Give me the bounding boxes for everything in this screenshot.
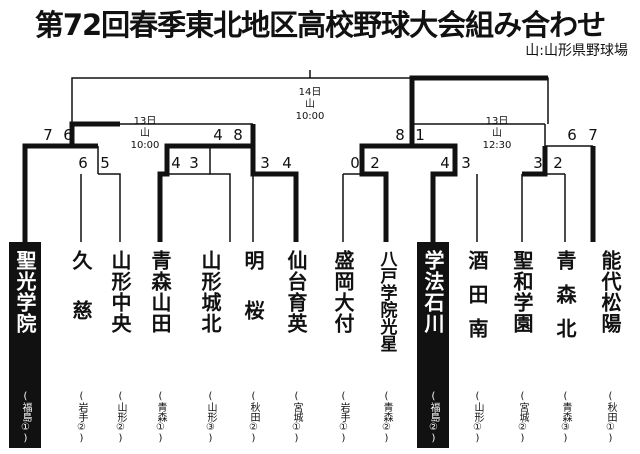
score-r1-3-right: 4 <box>282 154 292 172</box>
winner-path-gakuho-qf <box>412 143 458 242</box>
sf1-venue: 山 <box>140 127 150 139</box>
team-prefecture: (岩手②) <box>76 391 87 444</box>
team-hachinohe-gakuin-kosei: 八戸学院光星 (青森②) <box>370 242 402 448</box>
team-name: 明桜 <box>241 250 265 350</box>
team-prefecture: (岩手①) <box>338 391 349 444</box>
team-name: 青森北 <box>553 250 577 352</box>
team-name: 聖和学園 <box>510 250 534 334</box>
score-r1-1-right: 5 <box>100 154 110 172</box>
team-name: 久慈 <box>69 250 93 350</box>
team-prefecture: (山形①) <box>472 391 483 444</box>
winner-path-hachinohe <box>359 124 415 242</box>
team-prefecture: (宮城②) <box>517 391 528 444</box>
score-sf3-left: 8 <box>395 126 405 144</box>
team-yamagata-johoku: 山形城北 (山形③) <box>194 242 226 448</box>
team-prefecture: (青森①) <box>155 391 166 444</box>
team-prefecture: (青森③) <box>560 391 571 444</box>
score-r1-4-left: 0 <box>350 154 360 172</box>
team-name: 盛岡大付 <box>331 250 355 334</box>
team-aomori-kita: 青森北 (青森③) <box>549 242 581 448</box>
sf1-date: 13日 <box>134 116 157 127</box>
team-prefecture: (青森②) <box>381 391 392 444</box>
score-r1-6-left: 3 <box>533 154 543 172</box>
team-name: 山形中央 <box>108 250 132 334</box>
team-name: 学法石川 <box>421 250 445 334</box>
team-prefecture: (福島①) <box>20 391 31 444</box>
team-meio: 明桜 (秋田②) <box>237 242 269 448</box>
team-name: 酒田南 <box>465 250 489 352</box>
score-sf2-right: 8 <box>233 126 243 144</box>
score-r1-5-left: 4 <box>440 154 450 172</box>
team-yamagata-chuo: 山形中央 (山形②) <box>104 242 136 448</box>
score-sf2-left: 4 <box>213 126 223 144</box>
score-sf3-right: 1 <box>415 126 425 144</box>
winner-path-sendai-ikuei <box>250 146 299 242</box>
team-sakata-minami: 酒田南 (山形①) <box>461 242 493 448</box>
sf2-venue: 山 <box>492 127 502 139</box>
team-name: 山形城北 <box>198 250 222 334</box>
score-r1-2-left: 4 <box>171 154 181 172</box>
team-name: 青森山田 <box>148 250 172 334</box>
final-venue: 山 <box>305 98 315 110</box>
team-prefecture: (山形②) <box>115 391 126 444</box>
team-seiwa-gakuen: 聖和学園 (宮城②) <box>506 242 538 448</box>
score-r1-3-left: 3 <box>260 154 270 172</box>
final-date: 14日 <box>299 87 322 98</box>
score-sf1-right: 6 <box>63 126 73 144</box>
winner-path-aomori-yamada <box>157 124 256 242</box>
sf1-time: 10:00 <box>131 140 160 151</box>
line-team-3 <box>98 173 121 242</box>
team-sendai-ikuei: 仙台育英 (宮城①) <box>280 242 312 448</box>
team-aomori-yamada: 青森山田 (青森①) <box>144 242 176 448</box>
score-r1-5-right: 3 <box>461 154 471 172</box>
team-name: 能代松陽 <box>598 250 622 334</box>
team-morioka-daifu: 盛岡大付 (岩手①) <box>327 242 359 448</box>
score-r1-2-right: 3 <box>189 154 199 172</box>
winner-path-gakuho-sf <box>409 75 548 124</box>
winner-path-seiwa <box>522 146 548 177</box>
venue-legend: 山:山形県野球場 <box>525 43 628 59</box>
score-r1-4-right: 2 <box>370 154 380 172</box>
sf2-date: 13日 <box>486 116 509 127</box>
score-sf1-left: 7 <box>43 126 53 144</box>
final-time: 10:00 <box>296 111 325 122</box>
team-prefecture: (秋田①) <box>605 391 616 444</box>
team-kuji: 久慈 (岩手②) <box>65 242 97 448</box>
line-team-5 <box>209 146 231 242</box>
team-prefecture: (秋田②) <box>248 391 259 444</box>
team-noshiro-shoyo: 能代松陽 (秋田①) <box>594 242 626 448</box>
team-gakuho-ishikawa: 学法石川 (福島②) <box>417 242 449 448</box>
score-sf4-right: 7 <box>588 126 598 144</box>
team-seiko-gakuin: 聖光学院 (福島①) <box>9 242 41 448</box>
sf2-time: 12:30 <box>483 140 512 151</box>
team-prefecture: (福島②) <box>428 391 439 444</box>
score-r1-1-left: 6 <box>78 154 88 172</box>
team-name: 仙台育英 <box>284 250 308 334</box>
team-name: 聖光学院 <box>13 250 37 334</box>
team-prefecture: (山形③) <box>205 391 216 444</box>
team-name: 八戸学院光星 <box>376 250 397 352</box>
page-title: 第72回春季東北地区高校野球大会組み合わせ <box>34 8 606 42</box>
score-sf4-left: 6 <box>567 126 577 144</box>
score-r1-6-right: 2 <box>553 154 563 172</box>
team-prefecture: (宮城①) <box>291 391 302 444</box>
